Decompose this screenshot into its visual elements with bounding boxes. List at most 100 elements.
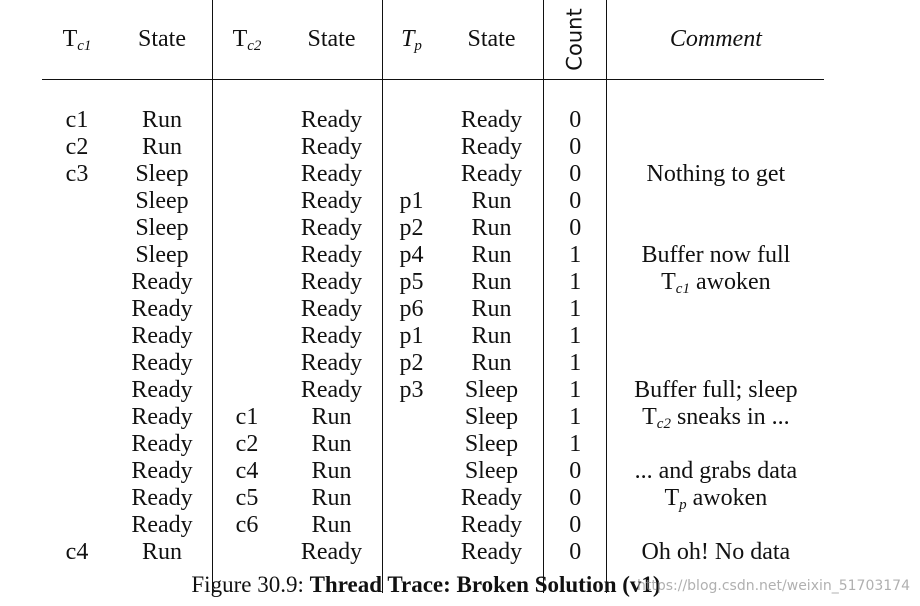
cell-tp: p1 <box>399 188 424 214</box>
cell-state-p: Run <box>440 323 544 350</box>
header-tc1: Tc1 <box>42 0 112 80</box>
cell-count: 1 <box>543 323 608 350</box>
cell-state-c1: Run <box>112 134 213 161</box>
cell-tp: p3 <box>399 377 424 403</box>
cell-tp <box>383 107 441 134</box>
cell-state-c2: Run <box>281 458 383 485</box>
header-tp: Tp <box>382 0 440 80</box>
cell-comment: ... and grabs data <box>634 458 798 484</box>
cell-state-p: Run <box>440 215 544 242</box>
cell-comment <box>607 215 825 242</box>
cell-count: 1 <box>543 269 608 296</box>
table-spacer <box>42 79 824 107</box>
cell-state-c2: Ready <box>281 188 383 215</box>
table-header-row: Tc1 State Tc2 State Tp State Count Comme… <box>42 0 825 80</box>
cell-count: 0 <box>543 161 608 188</box>
cell-tc2: c6 <box>235 512 259 538</box>
header-state-c2: State <box>281 0 383 80</box>
cell-state-p: Ready <box>440 539 544 566</box>
cell-tp: p5 <box>399 269 424 295</box>
cell-tc1: c1 <box>65 107 89 133</box>
cell-tp <box>383 404 441 431</box>
header-comment: Comment <box>606 0 825 80</box>
cell-state-c1: Ready <box>112 431 213 458</box>
cell-state-p: Ready <box>440 485 544 512</box>
cell-state-p: Run <box>440 188 544 215</box>
cell-tp <box>383 431 441 458</box>
cell-tc2 <box>213 107 282 134</box>
cell-count: 0 <box>543 512 608 539</box>
cell-tc2 <box>213 269 282 296</box>
cell-tc2 <box>213 377 282 404</box>
cell-state-c2: Run <box>281 485 383 512</box>
cell-tp <box>383 512 441 539</box>
cell-state-c1: Sleep <box>112 188 213 215</box>
cell-tc1 <box>42 296 112 323</box>
cell-comment: Buffer full; sleep <box>634 377 798 403</box>
cell-tc1 <box>42 431 112 458</box>
cell-state-c2: Ready <box>281 350 383 377</box>
cell-tc1 <box>42 458 112 485</box>
cell-tc2: c1 <box>235 404 259 430</box>
cell-state-c1: Ready <box>112 350 213 377</box>
cell-state-c1: Ready <box>112 485 213 512</box>
cell-state-c2: Ready <box>281 242 383 269</box>
cell-count: 0 <box>543 215 608 242</box>
cell-tc2 <box>213 323 282 350</box>
caption-title: Thread Trace: Broken Solution (v1) <box>309 572 661 597</box>
cell-state-c1: Sleep <box>112 242 213 269</box>
cell-tp: p1 <box>399 323 424 349</box>
cell-count: 1 <box>543 404 608 431</box>
cell-state-p: Ready <box>440 134 544 161</box>
cell-state-p: Sleep <box>440 377 544 404</box>
watermark-text: https://blog.csdn.net/weixin_51703174 <box>636 578 910 594</box>
cell-count: 1 <box>543 350 608 377</box>
cell-tc2 <box>213 296 282 323</box>
cell-tc1 <box>42 215 112 242</box>
cell-tc2 <box>213 215 282 242</box>
cell-tc2 <box>213 242 282 269</box>
cell-tc1 <box>42 242 112 269</box>
cell-state-p: Sleep <box>440 458 544 485</box>
cell-state-c1: Ready <box>112 323 213 350</box>
cell-state-c2: Ready <box>281 269 383 296</box>
figure-caption: Figure 30.9: Thread Trace: Broken Soluti… <box>0 572 852 598</box>
cell-tc2 <box>213 539 282 566</box>
cell-comment <box>607 134 825 161</box>
cell-count: 0 <box>543 107 608 134</box>
table-spacer <box>42 566 824 593</box>
cell-state-c1: Sleep <box>112 161 213 188</box>
cell-state-c2: Ready <box>281 161 383 188</box>
cell-tc1 <box>42 404 112 431</box>
cell-state-p: Run <box>440 242 544 269</box>
thread-trace-table: Tc1 State Tc2 State Tp State Count Comme… <box>42 0 825 593</box>
cell-state-c2: Run <box>281 431 383 458</box>
cell-count: 0 <box>543 134 608 161</box>
cell-tp: p2 <box>399 350 424 376</box>
header-count: Count <box>543 0 608 80</box>
cell-tp <box>383 134 441 161</box>
cell-state-p: Run <box>440 296 544 323</box>
cell-tc1 <box>42 485 112 512</box>
cell-count: 0 <box>543 485 608 512</box>
cell-tc1: c2 <box>65 134 89 160</box>
header-state-p: State <box>440 0 544 80</box>
cell-state-p: Ready <box>440 107 544 134</box>
cell-count: 1 <box>543 296 608 323</box>
cell-tc2 <box>213 161 282 188</box>
cell-tp <box>383 458 441 485</box>
cell-state-p: Sleep <box>440 431 544 458</box>
cell-tc1: c4 <box>65 539 89 565</box>
cell-comment <box>607 296 825 323</box>
cell-comment <box>607 431 825 458</box>
cell-state-p: Ready <box>440 512 544 539</box>
